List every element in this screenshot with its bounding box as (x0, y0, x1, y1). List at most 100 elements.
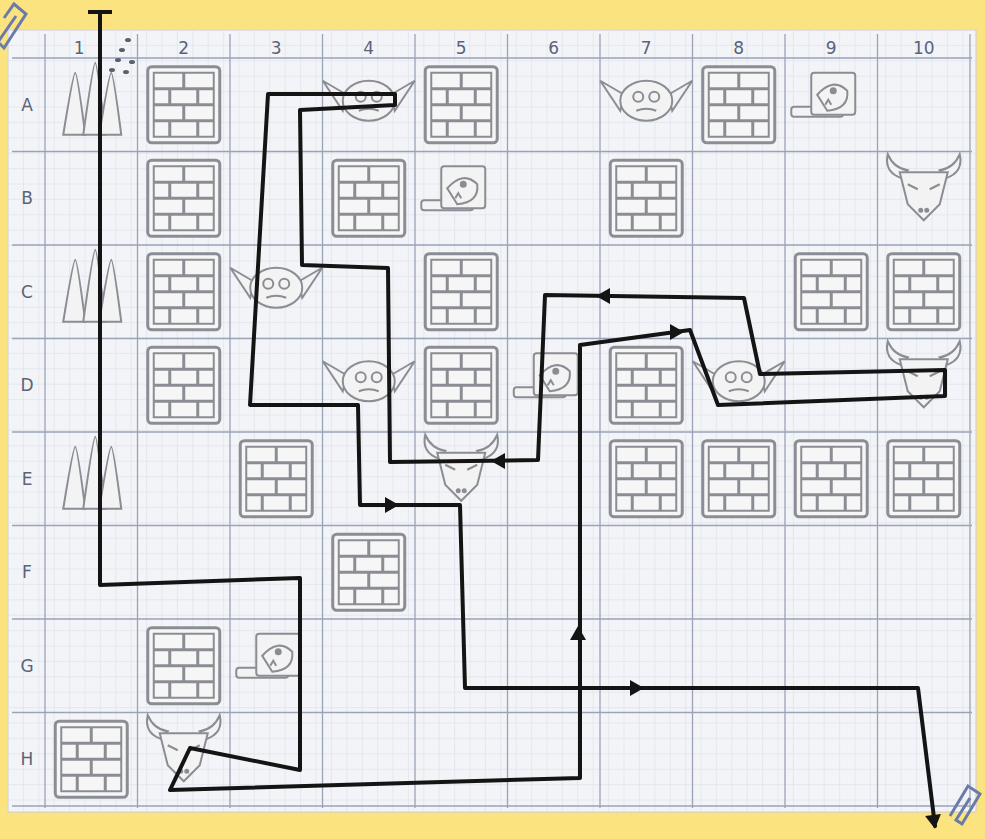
path-arrowhead (925, 814, 941, 829)
minotaur-brow (908, 184, 940, 189)
grid-line (8, 60, 976, 61)
wall-outline (240, 441, 312, 517)
brick-line (645, 353, 648, 369)
brick-line (844, 276, 847, 292)
wall-block (703, 441, 775, 517)
spike (99, 447, 121, 509)
grid-line (8, 538, 976, 539)
grid-line (316, 30, 317, 812)
row-letter: B (21, 188, 33, 208)
goblin-icon (230, 268, 322, 308)
grid-line (285, 30, 286, 812)
brick-line (474, 401, 477, 417)
ogre-eye (276, 649, 281, 654)
brick-line (90, 759, 93, 775)
brick-line (460, 385, 463, 401)
grid-line (377, 30, 378, 812)
grid-line (701, 30, 702, 812)
grid-line (932, 30, 933, 812)
wall-outline (148, 160, 220, 236)
hero-path (100, 14, 945, 826)
path-arrowhead (570, 626, 586, 640)
brick-line (737, 73, 740, 89)
wall-inner (431, 260, 491, 324)
grid-line (322, 34, 323, 808)
brick-line (168, 308, 171, 324)
wall-outline (333, 534, 405, 610)
wall-inner (709, 447, 769, 511)
wall-block (425, 347, 497, 423)
brick-line (631, 401, 634, 417)
brick-line (367, 198, 370, 214)
goblin-mouth (359, 109, 379, 111)
wall-inner (61, 727, 121, 791)
brick-line (751, 89, 754, 105)
grid-line (8, 338, 976, 339)
grid-line (685, 30, 686, 812)
brick-line (659, 401, 662, 417)
grid-line (747, 30, 748, 812)
grid-line (12, 805, 972, 806)
wall-inner (431, 353, 491, 417)
grid-line (716, 30, 717, 812)
brick-line (168, 401, 171, 417)
grid-line (8, 800, 976, 801)
grid-line (500, 30, 501, 812)
grid-line (824, 30, 825, 812)
brick-line (196, 369, 199, 385)
row-letter: E (22, 469, 33, 489)
brick-line (936, 463, 939, 479)
brick-line (367, 540, 370, 556)
brick-line (261, 495, 264, 511)
wall-outline (703, 67, 775, 143)
brick-line (830, 260, 833, 276)
brick-line (645, 198, 648, 214)
goblin-eye (263, 279, 273, 289)
brick-line (460, 353, 463, 369)
brick-line (289, 495, 292, 511)
brick-line (381, 588, 384, 604)
brick-line (76, 775, 79, 791)
wall-inner (616, 166, 676, 230)
brick-line (723, 463, 726, 479)
ogre-icon (421, 166, 485, 210)
brick-line (182, 385, 185, 401)
goblin-mouth (636, 109, 656, 111)
grid-line (393, 30, 394, 812)
wall-block (333, 160, 405, 236)
grid-line (12, 151, 972, 152)
goblin-head (343, 361, 395, 401)
grid-line (692, 34, 693, 808)
ogre-eye (461, 182, 466, 187)
ogre-frame (811, 73, 855, 115)
brick-line (182, 634, 185, 650)
wall-block (148, 254, 220, 330)
ogre-head (447, 178, 477, 204)
grid-line (531, 30, 532, 812)
brick-line (830, 292, 833, 308)
grid-line (885, 30, 886, 812)
path-arrowhead (385, 497, 399, 513)
brick-line (460, 73, 463, 89)
brick-line (645, 385, 648, 401)
brick-line (816, 308, 819, 324)
brick-line (460, 292, 463, 308)
spike-trap (63, 437, 121, 509)
wall-block (425, 254, 497, 330)
row-letter: G (20, 656, 33, 676)
grid-line (8, 153, 976, 154)
grid-line (762, 30, 763, 812)
column-number: 7 (641, 38, 652, 58)
ogre-tusk (548, 380, 554, 385)
grid-line (8, 753, 976, 754)
wall-outline (425, 347, 497, 423)
brick-line (446, 308, 449, 324)
grid-line (8, 599, 976, 600)
wall-block (795, 254, 867, 330)
goblin-mouth (266, 296, 286, 298)
column-number: 6 (548, 38, 559, 58)
row-letter: F (22, 562, 32, 582)
wall-block (333, 534, 405, 610)
brick-line (474, 276, 477, 292)
